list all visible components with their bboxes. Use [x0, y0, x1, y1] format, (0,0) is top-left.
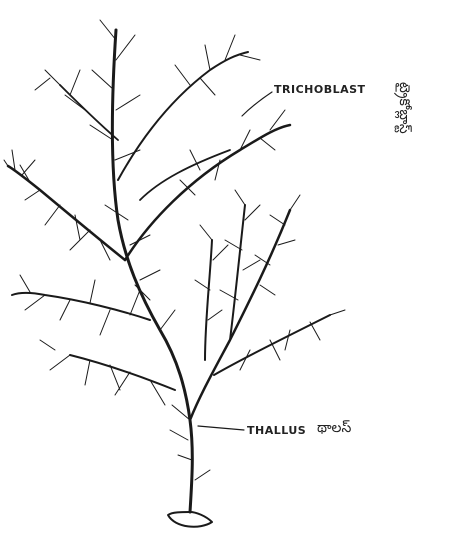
- thallus-label-english: THALLUS: [247, 424, 306, 437]
- thallus-drawing: [4, 20, 345, 527]
- trichoblast-label-english: TRICHOBLAST: [274, 83, 366, 96]
- main-stem: [112, 30, 192, 512]
- right-branch-4: [205, 240, 212, 360]
- thallus-label-telugu: థాలస్: [317, 420, 351, 439]
- left-branch-3: [70, 355, 175, 390]
- trichoblast-leader-line: [242, 92, 272, 116]
- upper-arm-2: [118, 52, 248, 180]
- holdfast: [168, 512, 212, 527]
- left-branch-2: [12, 293, 150, 320]
- thallus-leader-line: [198, 426, 244, 430]
- left-branch-4: [60, 85, 118, 140]
- right-branch-3: [230, 205, 245, 340]
- right-branch: [190, 210, 290, 420]
- left-branch-1: [8, 166, 125, 260]
- trichoblast-label-telugu: ట్రైకోబ్లాస్ట్: [393, 82, 412, 134]
- upper-right-arm: [125, 125, 290, 260]
